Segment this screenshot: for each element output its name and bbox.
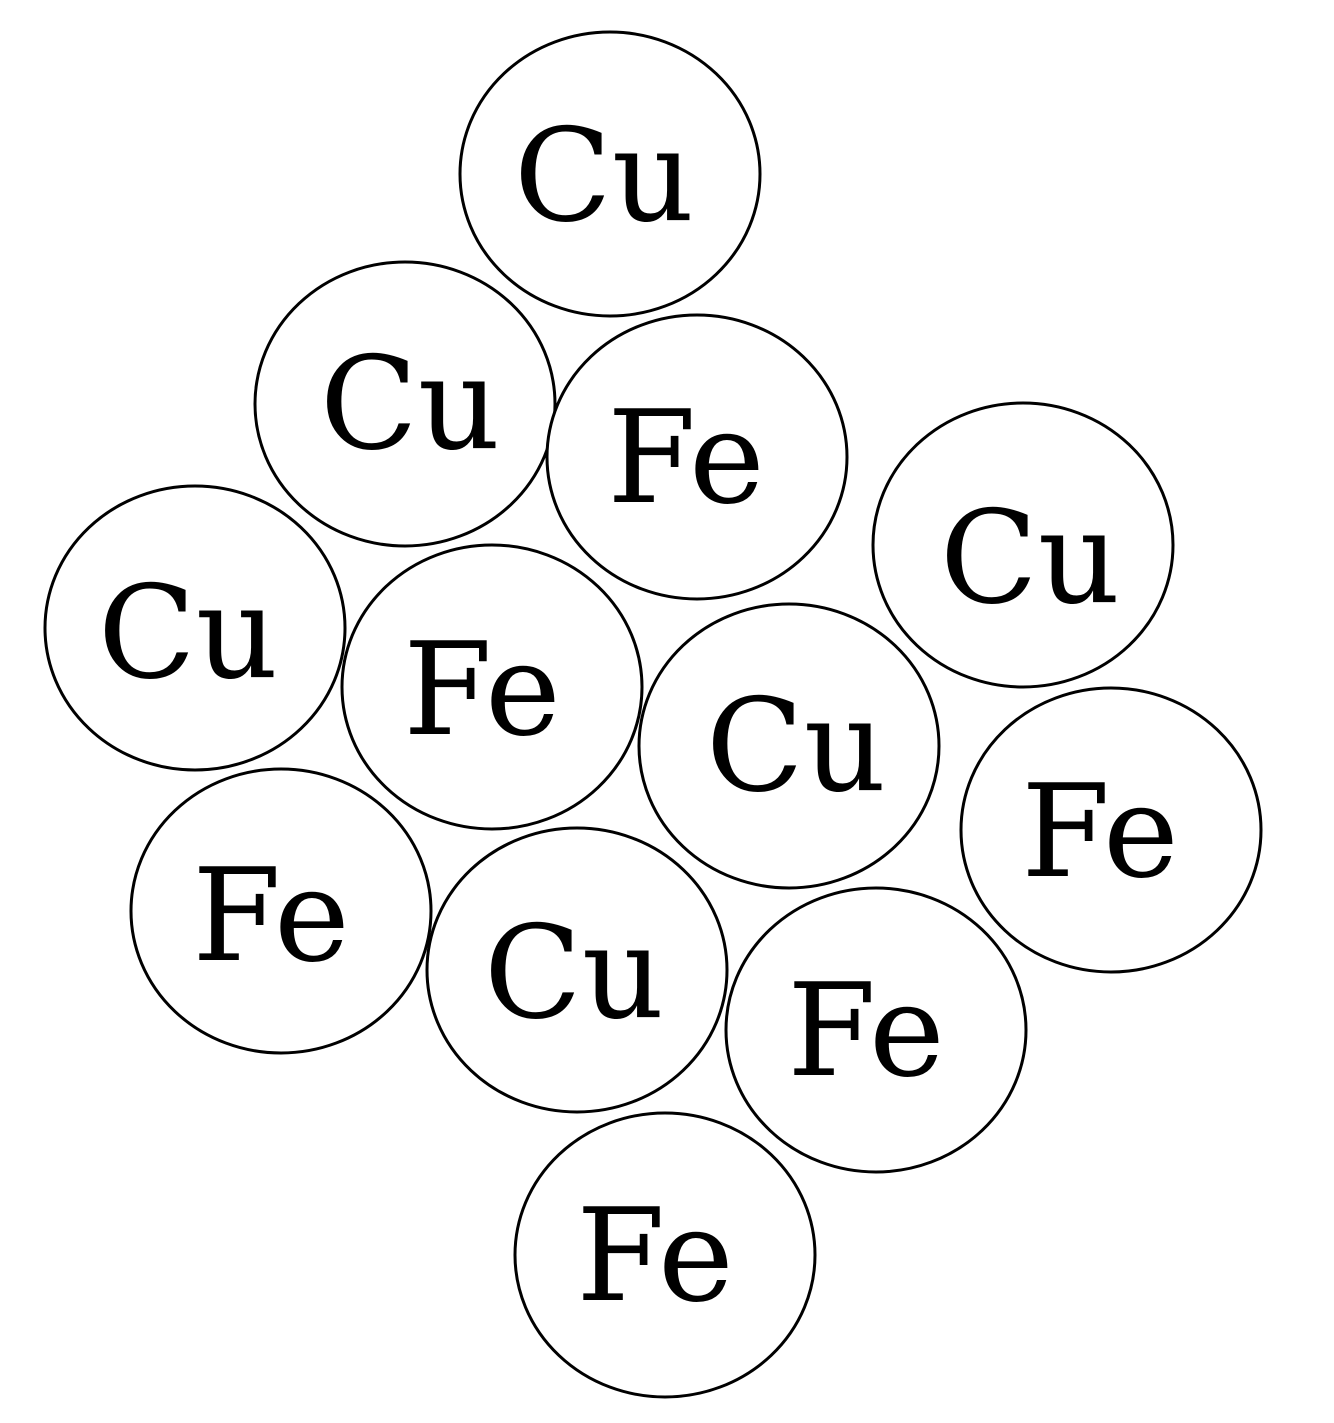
atom-label: Fe (1021, 758, 1179, 907)
atom-cu-1: Cu (458, 30, 762, 318)
atom-label: Cu (320, 330, 500, 479)
atom-label: Fe (787, 957, 945, 1106)
atom-cu-6: Cu (425, 826, 729, 1114)
atom-fe-4: Fe (129, 767, 433, 1055)
atom-label: Fe (403, 616, 561, 765)
atom-label: Cu (514, 102, 694, 251)
atom-cu-5: Cu (637, 602, 941, 890)
atom-label: Cu (706, 672, 886, 821)
atom-label: Fe (576, 1182, 734, 1331)
atom-cu-4: Cu (43, 484, 347, 772)
atom-fe-1: Fe (545, 313, 849, 601)
atom-label: Cu (484, 899, 664, 1048)
atom-cu-2: Cu (253, 260, 557, 548)
atom-fe-2: Fe (340, 543, 644, 831)
atom-label: Fe (607, 384, 765, 533)
atom-label: Cu (940, 484, 1120, 633)
atom-fe-5: Fe (724, 886, 1028, 1174)
atom-fe-6: Fe (513, 1111, 817, 1399)
atom-label: Fe (192, 842, 350, 991)
atom-label: Cu (98, 559, 278, 708)
atom-fe-3: Fe (959, 686, 1263, 974)
atom-cu-3: Cu (871, 401, 1175, 689)
